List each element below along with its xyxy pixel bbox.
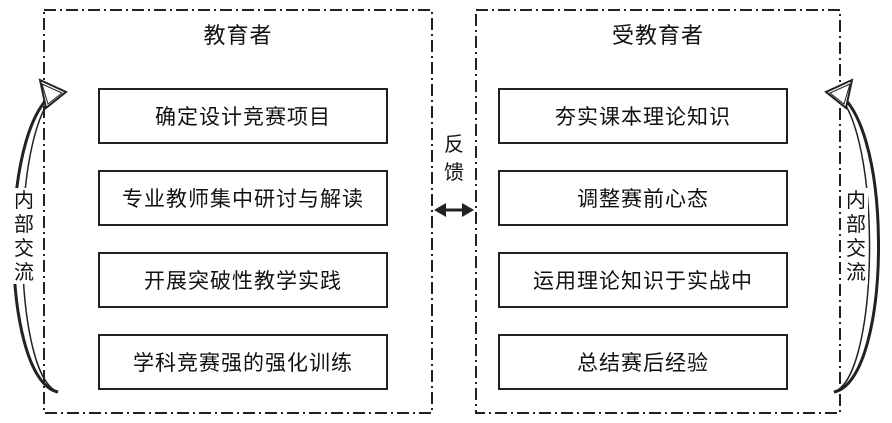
learner-step-label: 总结赛后经验 — [577, 351, 709, 375]
feedback-char: 馈 — [444, 160, 464, 184]
learner-step-box: 夯实课本理论知识 — [498, 88, 788, 144]
educator-step-box: 学科竞赛强的强化训练 — [98, 334, 388, 390]
educator-step-box: 开展突破性教学实践 — [98, 252, 388, 308]
feedback-label: 反 馈 — [440, 130, 468, 186]
learner-step-box: 调整赛前心态 — [498, 170, 788, 226]
learner-step-box: 运用理论知识于实战中 — [498, 252, 788, 308]
educator-step-box: 确定设计竞赛项目 — [98, 88, 388, 144]
right-loop-arrow — [824, 78, 880, 394]
educator-step-label: 专业教师集中研讨与解读 — [122, 187, 364, 211]
learner-step-label: 运用理论知识于实战中 — [533, 269, 753, 293]
feedback-double-arrow — [434, 203, 474, 217]
label-char: 交 — [846, 236, 866, 260]
right-internal-exchange-label: 内 部 交 流 — [844, 188, 868, 284]
label-char: 流 — [846, 260, 866, 284]
educator-step-label: 确定设计竞赛项目 — [155, 105, 331, 129]
label-char: 部 — [14, 212, 34, 236]
educator-title: 教育者 — [203, 24, 273, 49]
feedback-char: 反 — [444, 132, 464, 156]
label-char: 流 — [14, 260, 34, 284]
educator-step-label: 开展突破性教学实践 — [144, 269, 342, 293]
label-char: 交 — [14, 236, 34, 260]
learner-step-label: 夯实课本理论知识 — [555, 105, 731, 129]
learner-step-label: 调整赛前心态 — [577, 187, 709, 211]
learner-title: 受教育者 — [611, 24, 704, 49]
label-char: 内 — [846, 188, 866, 212]
left-internal-exchange-label: 内 部 交 流 — [12, 188, 36, 284]
label-char: 内 — [14, 188, 34, 212]
learner-panel-border — [475, 9, 841, 414]
educator-step-box: 专业教师集中研讨与解读 — [98, 170, 388, 226]
educator-panel-border — [43, 9, 433, 414]
label-char: 部 — [846, 212, 866, 236]
learner-step-box: 总结赛后经验 — [498, 334, 788, 390]
educator-step-label: 学科竞赛强的强化训练 — [133, 351, 353, 375]
